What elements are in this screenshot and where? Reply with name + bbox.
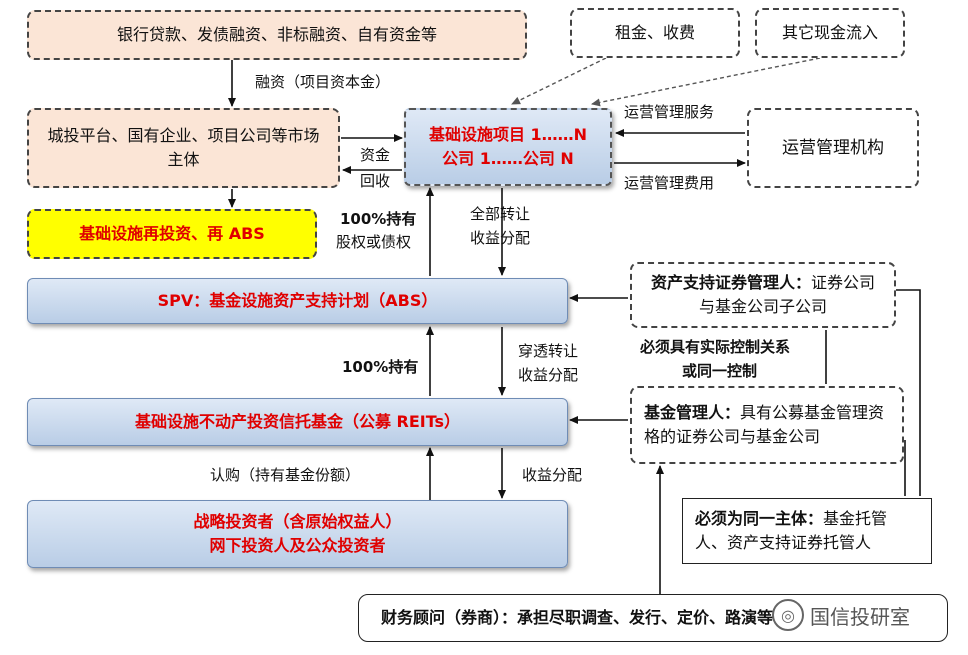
market-entities-text: 城投平台、国有企业、项目公司等市场主体 — [47, 126, 320, 169]
arrow-rent-fees — [511, 57, 607, 105]
funding-sources-box: 银行贷款、发债融资、非标融资、自有资金等 — [27, 10, 527, 60]
label-transfer-line2: 收益分配 — [470, 229, 531, 247]
rent-fees-text: 租金、收费 — [614, 23, 695, 42]
label-control-line1: 必须具有实际控制关系 — [640, 338, 791, 356]
label-transfer-line1: 全部转让 — [470, 205, 531, 223]
label-capital: 资金 — [360, 146, 391, 164]
custodian-bold: 必须为同一主体： — [695, 509, 824, 528]
fund-manager-text: 基金管理人：具有公募基金管理资格的证券公司与基金公司 — [644, 401, 890, 449]
label-hold-line2: 股权或债权 — [336, 233, 412, 251]
advisor-text: 财务顾问（券商）：承担尽职调查、发行、定价、路演等 — [381, 608, 774, 627]
label-control-line2: 或同一控制 — [682, 362, 758, 380]
other-cash-box: 其它现金流入 — [755, 8, 905, 58]
ops-agency-text: 运营管理机构 — [782, 138, 884, 158]
watermark-text: 国信投研室 — [810, 604, 910, 629]
fund-manager-rest: 具有公募基金管理资格的证券公司与基金公司 — [644, 403, 885, 446]
custodian-text: 必须为同一主体：基金托管人、资产支持证券托管人 — [695, 507, 919, 555]
reinvest-box: 基础设施再投资、再 ABS — [27, 209, 317, 259]
reits-box: 基础设施不动产投资信托基金（公募 REITs） — [27, 398, 568, 446]
label-recovery: 回收 — [360, 172, 391, 190]
label-hold100: 100%持有 — [342, 358, 419, 376]
label-financing: 融资（项目资本金） — [255, 73, 391, 91]
label-subscribe: 认购（持有基金份额） — [210, 466, 361, 484]
custodian-box: 必须为同一主体：基金托管人、资产支持证券托管人 — [682, 498, 932, 564]
spv-box: SPV：基金设施资产支持计划（ABS） — [27, 278, 568, 324]
fund-manager-box: 基金管理人：具有公募基金管理资格的证券公司与基金公司 — [630, 386, 904, 464]
ops-agency-box: 运营管理机构 — [747, 108, 919, 188]
investors-box: 战略投资者（含原始权益人） 网下投资人及公众投资者 — [27, 500, 568, 568]
label-ops-service: 运营管理服务 — [624, 103, 715, 121]
watermark: ◎ 国信投研室 — [772, 598, 942, 632]
custodian-bracket — [896, 289, 921, 496]
market-entities-box: 城投平台、国有企业、项目公司等市场主体 — [27, 108, 340, 188]
infra-project-line1: 基础设施项目 1……N — [428, 125, 588, 144]
abs-manager-box: 资产支持证券管理人：证券公司与基金公司子公司 — [630, 262, 896, 328]
custodian-rest: 基金托管人、资产支持证券托管人 — [695, 509, 888, 552]
label-pass-line1: 穿透转让 — [518, 342, 579, 360]
abs-manager-text: 资产支持证券管理人：证券公司与基金公司子公司 — [644, 271, 882, 319]
fund-manager-bold: 基金管理人： — [644, 403, 741, 422]
rent-fees-box: 租金、收费 — [570, 8, 740, 58]
label-hold-line1: 100%持有 — [340, 210, 417, 228]
infra-project-box: 基础设施项目 1……N 公司 1……公司 N — [404, 108, 612, 186]
investors-line1: 战略投资者（含原始权益人） — [193, 512, 402, 531]
investors-line2: 网下投资人及公众投资者 — [209, 536, 386, 555]
reits-text: 基础设施不动产投资信托基金（公募 REITs） — [134, 412, 461, 431]
wechat-icon: ◎ — [772, 599, 804, 631]
abs-manager-bold: 资产支持证券管理人： — [650, 273, 811, 292]
advisor-box: 财务顾问（券商）：承担尽职调查、发行、定价、路演等 — [358, 594, 948, 642]
label-income: 收益分配 — [522, 466, 583, 484]
label-pass-line2: 收益分配 — [518, 366, 579, 384]
arrow-other-cash — [591, 57, 821, 107]
spv-text: SPV：基金设施资产支持计划（ABS） — [157, 291, 438, 310]
other-cash-text: 其它现金流入 — [781, 23, 878, 42]
funding-sources-text: 银行贷款、发债融资、非标融资、自有资金等 — [116, 25, 437, 44]
infra-project-line2: 公司 1……公司 N — [442, 149, 574, 168]
abs-manager-rest: 证券公司与基金公司子公司 — [698, 273, 876, 316]
reinvest-text: 基础设施再投资、再 ABS — [79, 224, 265, 243]
label-ops-fee: 运营管理费用 — [624, 174, 715, 192]
